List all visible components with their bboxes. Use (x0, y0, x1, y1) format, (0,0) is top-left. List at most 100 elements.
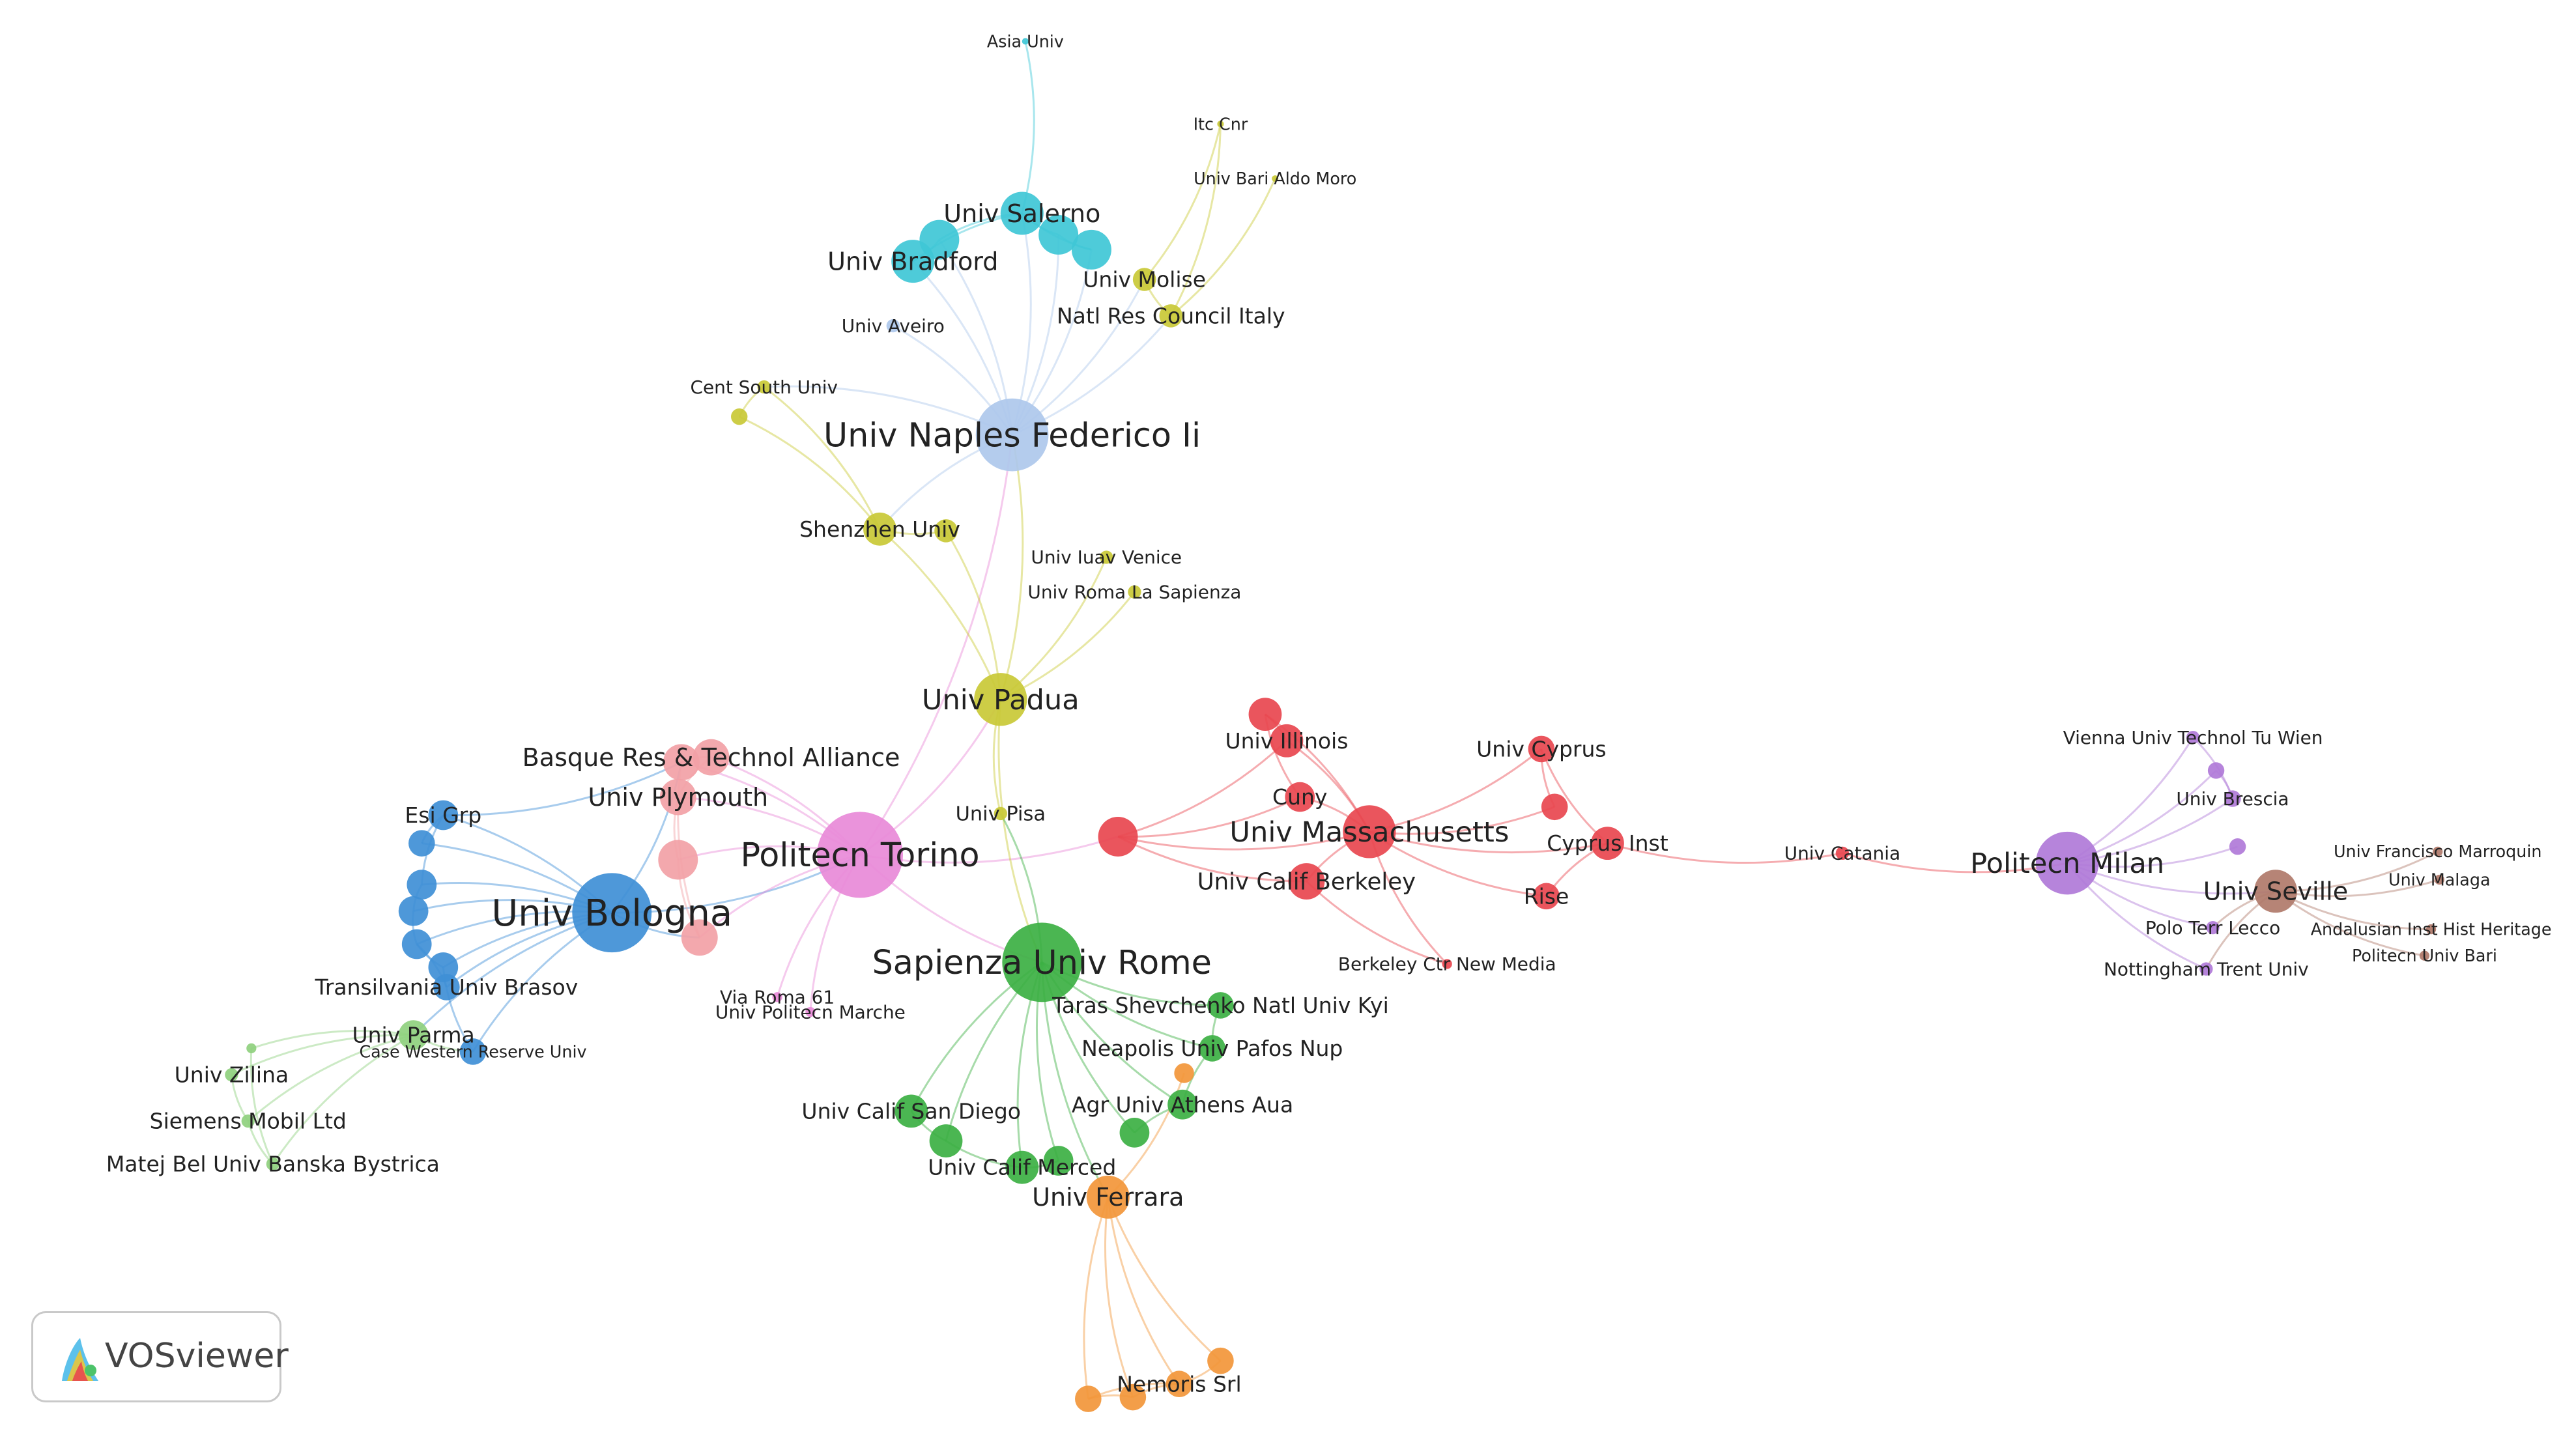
node-univ-cyprus[interactable] (1528, 735, 1555, 763)
label-univ-salerno: Univ Salerno (943, 199, 1100, 228)
node-univ-malaga[interactable] (2434, 874, 2444, 885)
label-univ-padua: Univ Padua (922, 684, 1080, 716)
node-univ-ferrara[interactable] (1086, 1175, 1130, 1219)
node-agr-athens[interactable] (1167, 1089, 1197, 1120)
node-univ-bari-aldo[interactable] (1272, 175, 1279, 182)
node-cent-south[interactable] (757, 380, 771, 394)
node-red-c[interactable] (1541, 793, 1568, 821)
node-lg-a[interactable] (246, 1043, 257, 1054)
node-univ-zilina[interactable] (225, 1068, 238, 1082)
node-univ-roma-sapienza[interactable] (1128, 585, 1141, 599)
node-cyan-b[interactable] (1038, 215, 1079, 255)
node-blue-e[interactable] (428, 952, 459, 982)
node-shenzhen[interactable] (863, 512, 896, 546)
label-univ-zilina: Univ Zilina (175, 1062, 289, 1088)
node-rise[interactable] (1533, 883, 1560, 910)
node-univ-salerno[interactable] (1000, 192, 1044, 235)
node-vienna[interactable] (2186, 731, 2200, 745)
node-blue-d[interactable] (401, 929, 432, 959)
label-agr-athens: Agr Univ Athens Aua (1072, 1092, 1293, 1117)
node-itc-cnr[interactable] (1217, 121, 1224, 128)
node-asia-univ[interactable] (1022, 38, 1029, 45)
node-pink-b[interactable] (658, 840, 698, 880)
node-esi-grp[interactable] (428, 800, 459, 830)
node-univ-politecn-marche[interactable] (805, 1006, 816, 1017)
node-univ-calif-sd[interactable] (894, 1094, 928, 1128)
link-univ_parma-siemens (247, 1034, 414, 1122)
node-univ-naples[interactable] (975, 398, 1049, 472)
link-shenzhen-yellow_b (739, 416, 881, 530)
node-yellow-b[interactable] (731, 408, 748, 425)
node-green-b[interactable] (1043, 1146, 1074, 1176)
node-green-a[interactable] (929, 1124, 963, 1157)
node-case-western[interactable] (459, 1038, 487, 1065)
node-univ-calif-berkeley[interactable] (1288, 863, 1325, 900)
node-siemens[interactable] (241, 1114, 255, 1128)
node-nemoris[interactable] (1166, 1370, 1193, 1398)
label-cuny: Cuny (1272, 784, 1327, 810)
label-politecn-milan: Politecn Milan (1970, 847, 2164, 880)
node-pink-c[interactable] (681, 919, 718, 956)
node-cyprus-inst[interactable] (1591, 827, 1624, 860)
node-cuny[interactable] (1285, 782, 1315, 812)
label-cyprus-inst: Cyprus Inst (1547, 830, 1668, 856)
node-orange-c[interactable] (1207, 1347, 1234, 1374)
node-orange-a[interactable] (1119, 1383, 1147, 1411)
node-univ-brescia[interactable] (2224, 790, 2241, 807)
node-blue-b[interactable] (407, 870, 437, 900)
node-cyan-a[interactable] (919, 220, 960, 260)
node-pink-a[interactable] (663, 744, 700, 781)
node-red-b[interactable] (1248, 698, 1282, 731)
node-sapienza-rome[interactable] (1002, 922, 1082, 1002)
node-polo-lecco[interactable] (2206, 920, 2220, 935)
node-purple-b[interactable] (2229, 838, 2246, 855)
node-green-c[interactable] (1119, 1118, 1150, 1148)
node-berkeley-ctr[interactable] (1442, 959, 1452, 969)
node-cyan-c[interactable] (1071, 229, 1111, 270)
node-univ-catania[interactable] (1835, 846, 1850, 860)
node-blue-a[interactable] (408, 830, 435, 857)
label-univ-naples: Univ Naples Federico Ii (823, 416, 1201, 454)
node-univ-francisco[interactable] (2433, 846, 2443, 857)
node-univ-molise[interactable] (1132, 268, 1156, 291)
node-univ-seville[interactable] (2254, 870, 2297, 913)
node-andalusian[interactable] (2426, 924, 2437, 935)
label-univ-ferrara: Univ Ferrara (1032, 1183, 1184, 1212)
node-taras[interactable] (1207, 992, 1234, 1019)
node-politecn-bari[interactable] (2419, 950, 2430, 961)
node-red-a[interactable] (1098, 817, 1138, 857)
node-blue-c[interactable] (398, 896, 429, 926)
node-purple-a[interactable] (2207, 762, 2225, 779)
node-univ-padua[interactable] (974, 673, 1027, 726)
label-shenzhen: Shenzhen Univ (799, 517, 960, 542)
node-orange-d[interactable] (1174, 1063, 1194, 1083)
node-natl-res[interactable] (1159, 304, 1183, 328)
label-univ-molise: Univ Molise (1083, 267, 1206, 292)
node-matej-bel[interactable] (266, 1157, 280, 1171)
node-politecn-milan[interactable] (2035, 831, 2099, 895)
node-univ-iuav[interactable] (1100, 550, 1113, 564)
node-nottingham[interactable] (2199, 962, 2213, 976)
node-via-roma[interactable] (772, 992, 782, 1002)
label-esi-grp: Esi Grp (405, 802, 481, 828)
node-univ-bologna[interactable] (572, 873, 652, 953)
link-univ_ferrara-orange_b (1083, 1197, 1109, 1399)
link-univ_ferrara-nemoris (1107, 1197, 1181, 1385)
node-univ-illinois[interactable] (1270, 724, 1304, 758)
node-basque[interactable] (693, 739, 730, 776)
node-orange-b[interactable] (1075, 1385, 1102, 1412)
node-univ-calif-merced[interactable] (1005, 1150, 1039, 1184)
node-univ-aveiro[interactable] (886, 319, 900, 333)
label-nemoris: Nemoris Srl (1117, 1371, 1241, 1397)
label-univ-massachusetts: Univ Massachusetts (1229, 816, 1509, 849)
node-univ-parma[interactable] (398, 1020, 429, 1050)
link-natl_res-univ_bari_aldo (1170, 178, 1276, 317)
node-politecn-torino[interactable] (817, 812, 904, 898)
node-univ-pisa[interactable] (994, 806, 1007, 821)
node-univ-plymouth[interactable] (659, 778, 696, 816)
label-cent-south: Cent South Univ (691, 376, 838, 398)
label-nottingham: Nottingham Trent Univ (2104, 958, 2309, 980)
node-neapolis[interactable] (1199, 1035, 1226, 1062)
node-univ-massachusetts[interactable] (1343, 805, 1396, 858)
node-yellow-a[interactable] (934, 519, 958, 543)
